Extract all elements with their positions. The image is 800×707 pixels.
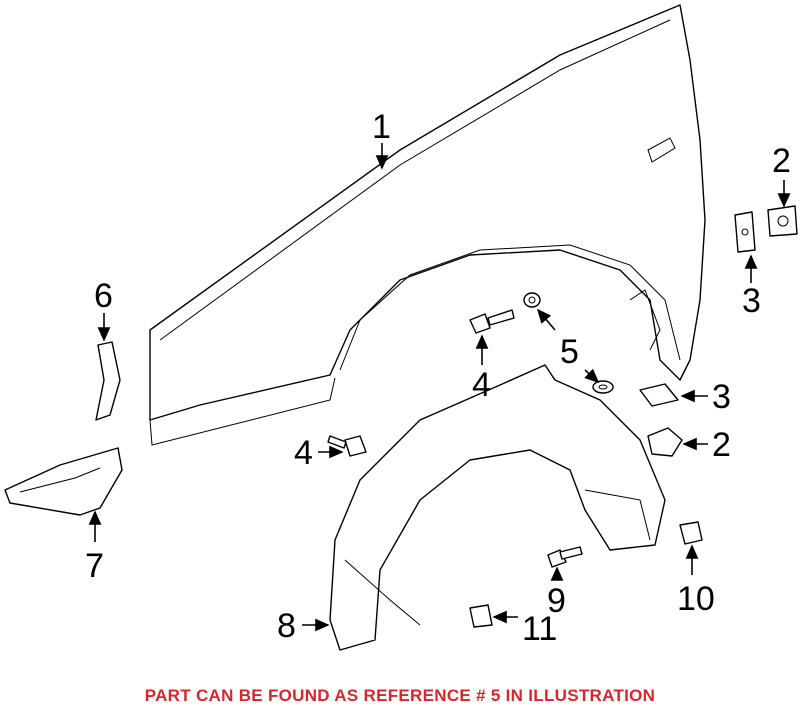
grommet-lower (592, 380, 614, 394)
callout-4-left: 4 (294, 434, 313, 472)
bracket (4, 447, 123, 516)
screw (547, 546, 583, 568)
fender (149, 4, 706, 446)
callout-11: 11 (522, 610, 557, 648)
callout-5: 5 (560, 333, 579, 371)
plate-top (734, 211, 756, 253)
callout-1: 1 (372, 108, 391, 146)
callout-8: 8 (277, 607, 296, 645)
nut-top (767, 205, 798, 237)
bolt-top (469, 309, 515, 334)
callout-6: 6 (94, 277, 113, 315)
callout-9: 9 (547, 582, 566, 620)
fender-liner (329, 364, 666, 651)
liner-clip (469, 604, 493, 628)
arrow-5a (536, 308, 556, 331)
callout-7: 7 (85, 547, 104, 585)
clip (679, 521, 703, 545)
bolt-left (327, 435, 367, 457)
callout-2-top: 2 (772, 142, 791, 180)
callout-2-mid: 2 (712, 426, 731, 464)
callout-3-mid: 3 (712, 378, 731, 416)
plate-mid (639, 383, 679, 407)
reference-note: PART CAN BE FOUND AS REFERENCE # 5 IN IL… (144, 686, 656, 705)
grommet-top (523, 292, 541, 308)
callout-10: 10 (677, 580, 715, 618)
nut-mid (647, 427, 683, 457)
callout-4-top: 4 (472, 366, 491, 404)
trim-strip (95, 341, 121, 421)
callout-3-top: 3 (742, 282, 761, 320)
arrow-5b (584, 368, 600, 384)
